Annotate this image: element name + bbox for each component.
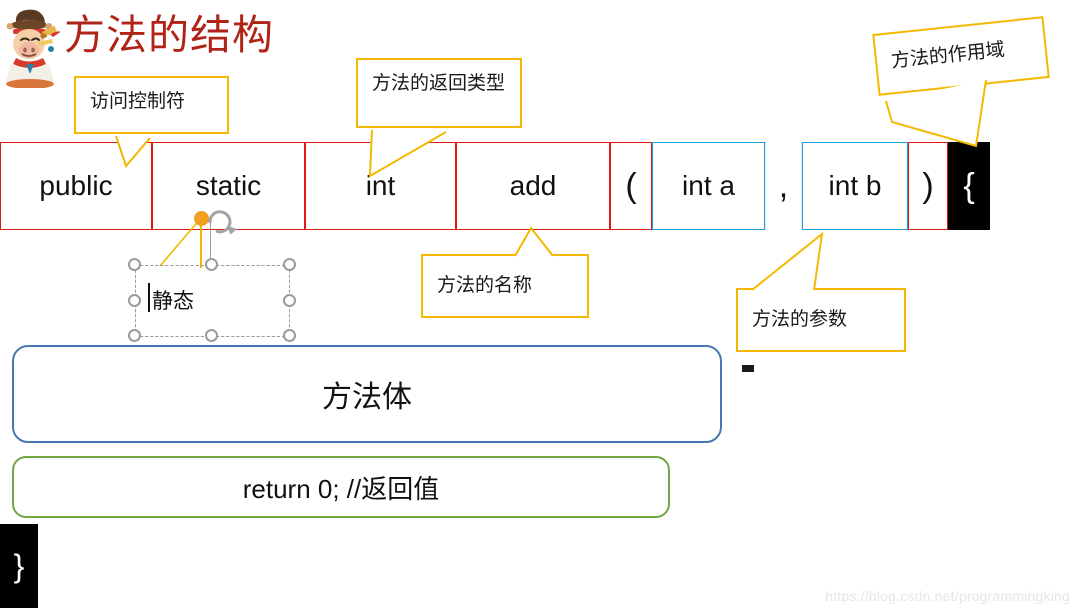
page-title: 方法的结构 <box>64 12 274 58</box>
stray-bullet-mark <box>742 365 754 372</box>
callout-return-type[interactable]: 方法的返回类型 <box>356 58 522 128</box>
signature-cell-param-b[interactable]: int b <box>802 142 908 230</box>
selected-textbox-label: 静态 <box>152 290 194 313</box>
resize-handle-se[interactable] <box>283 329 296 342</box>
rotation-connector-line <box>210 218 212 270</box>
resize-handle-sw[interactable] <box>128 329 141 342</box>
resize-handle-s[interactable] <box>205 329 218 342</box>
callout-parameters-tail <box>751 231 824 291</box>
selection-leader-line <box>159 217 202 268</box>
resize-handle-nw[interactable] <box>128 258 141 271</box>
resize-handle-w[interactable] <box>128 294 141 307</box>
signature-cell-close-paren[interactable]: ) <box>908 142 948 230</box>
method-body-box[interactable]: 方法体 <box>12 345 722 443</box>
rotation-handle-dot[interactable] <box>194 211 209 226</box>
method-signature-row: public static int add ( int a , int b ) … <box>0 142 990 230</box>
return-statement-box[interactable]: return 0; //返回值 <box>12 456 670 518</box>
callout-method-name[interactable]: 方法的名称 <box>421 254 589 318</box>
signature-cell-open-brace[interactable]: { <box>948 142 990 230</box>
signature-cell-param-a[interactable]: int a <box>652 142 765 230</box>
signature-cell-add[interactable]: add <box>456 142 610 230</box>
text-cursor <box>148 283 150 312</box>
callout-return-type-tail <box>368 129 447 178</box>
closing-brace: } <box>0 524 38 608</box>
signature-cell-comma[interactable]: , <box>765 142 802 230</box>
bull-mascot-logo <box>2 2 62 89</box>
resize-handle-n[interactable] <box>205 258 218 271</box>
callout-scope-tail <box>885 79 987 148</box>
rotate-icon[interactable] <box>204 206 238 234</box>
signature-cell-open-paren[interactable]: ( <box>610 142 652 230</box>
callout-method-name-tail <box>514 226 554 257</box>
watermark: https://blog.csdn.net/programmingking <box>825 588 1070 604</box>
callout-access-modifier-tail <box>115 135 151 168</box>
callout-access-modifier[interactable]: 访问控制符 <box>74 76 229 134</box>
callout-parameters[interactable]: 方法的参数 <box>736 288 906 352</box>
resize-handle-e[interactable] <box>283 294 296 307</box>
resize-handle-ne[interactable] <box>283 258 296 271</box>
